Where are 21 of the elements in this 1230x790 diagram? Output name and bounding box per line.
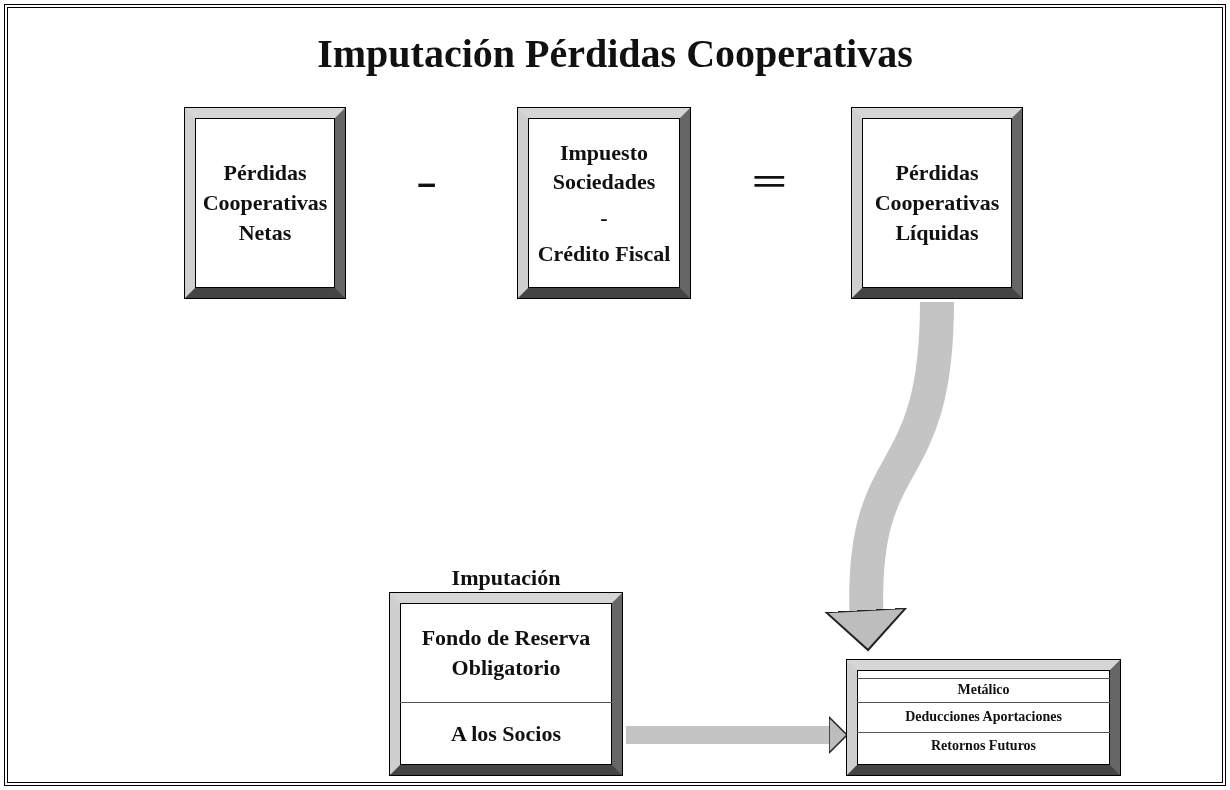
node-text: Fondo de Reserva Obligatorio [420,623,592,682]
beveled-box [852,108,1022,298]
beveled-box [518,108,690,298]
title: Imputación Pérdidas Cooperativas [316,30,914,77]
node-text: Pérdidas Cooperativas Netas [201,159,329,247]
node-text: A los Socios [450,720,562,749]
node-text: Crédito Fiscal [536,239,672,268]
curved-arrow [825,301,954,651]
beveled-box [185,108,345,298]
node-text: Deducciones Aportaciones [904,708,1063,727]
block-arrow [626,716,848,754]
node-text: Impuesto Sociedades [551,138,657,197]
node-text: Retornos Futuros [929,736,1038,755]
node-text: - [599,204,609,232]
heading: Imputación [450,564,562,592]
beveled-box [847,660,1120,775]
node-text: Pérdidas Cooperativas Líquidas [873,159,1001,247]
section [857,678,1110,703]
node-text: Metálico [956,681,1011,700]
operator-sign: = [751,158,788,205]
operator-sign: - [416,158,438,205]
